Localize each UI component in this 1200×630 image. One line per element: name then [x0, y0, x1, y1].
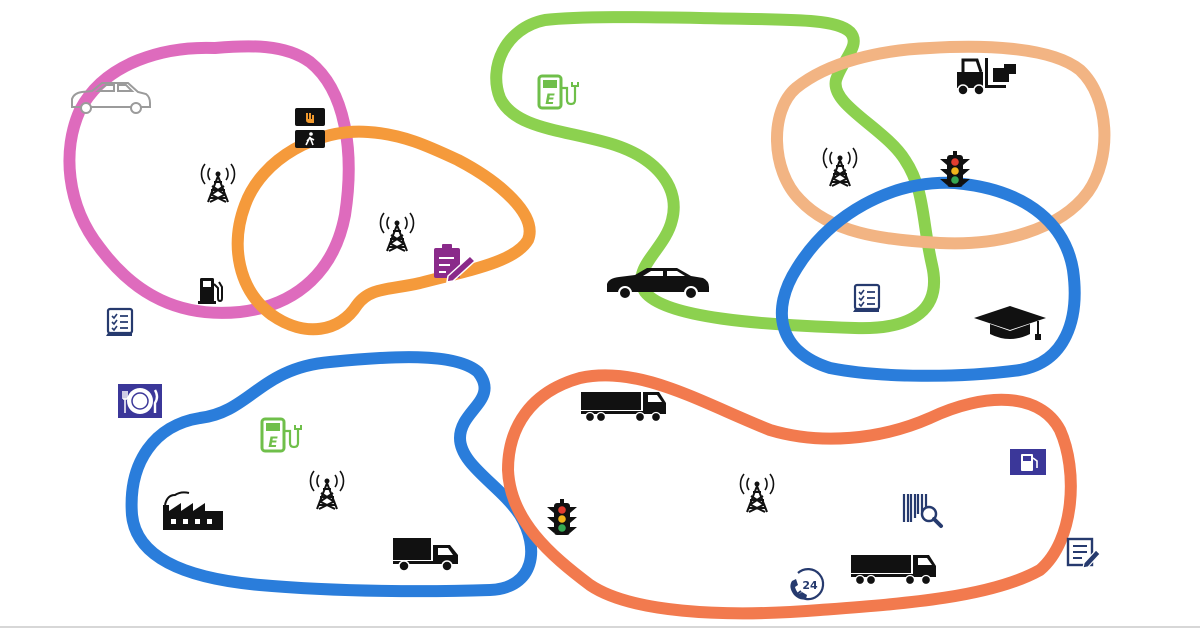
cell-tower-icon — [739, 473, 775, 513]
graduation-cap-icon — [974, 306, 1046, 340]
blue-region-right — [775, 176, 1081, 382]
cell-tower-icon — [822, 147, 858, 187]
checklist-icon — [851, 283, 881, 314]
car-outline-icon — [71, 82, 151, 114]
bottom-divider — [0, 626, 1200, 628]
semi-truck-icon — [580, 391, 667, 423]
checklist-icon — [104, 307, 134, 338]
traffic-light-icon — [940, 151, 970, 187]
pink-region — [63, 40, 355, 319]
delivery-truck-icon — [392, 537, 459, 572]
sign-form-icon — [434, 244, 477, 283]
forklift-icon — [957, 58, 1016, 96]
cell-tower-icon — [200, 163, 236, 203]
orange-region — [231, 125, 536, 336]
edit-document-icon — [1066, 537, 1102, 570]
cell-tower-icon — [309, 470, 345, 510]
ev-charger-icon — [537, 74, 581, 110]
peach-region — [771, 40, 1111, 250]
traffic-light-icon — [547, 499, 577, 535]
green-region — [490, 11, 940, 335]
cell-tower-icon — [379, 212, 415, 252]
fuel-station-icon — [1010, 449, 1046, 475]
phone-24h-label: 24 — [802, 579, 818, 592]
phone-24h-icon: 24 — [790, 568, 825, 601]
ev-charger-icon — [260, 417, 304, 453]
coral-region — [502, 369, 1077, 620]
factory-icon — [163, 491, 223, 530]
fuel-pump-icon — [198, 278, 223, 304]
sedan-car-icon — [607, 268, 709, 300]
pedestrian-signal-icon — [295, 108, 325, 148]
blue-region-left — [125, 351, 538, 598]
restaurant-icon — [118, 384, 162, 418]
barcode-search-icon — [902, 494, 943, 528]
semi-truck-icon — [850, 554, 937, 586]
